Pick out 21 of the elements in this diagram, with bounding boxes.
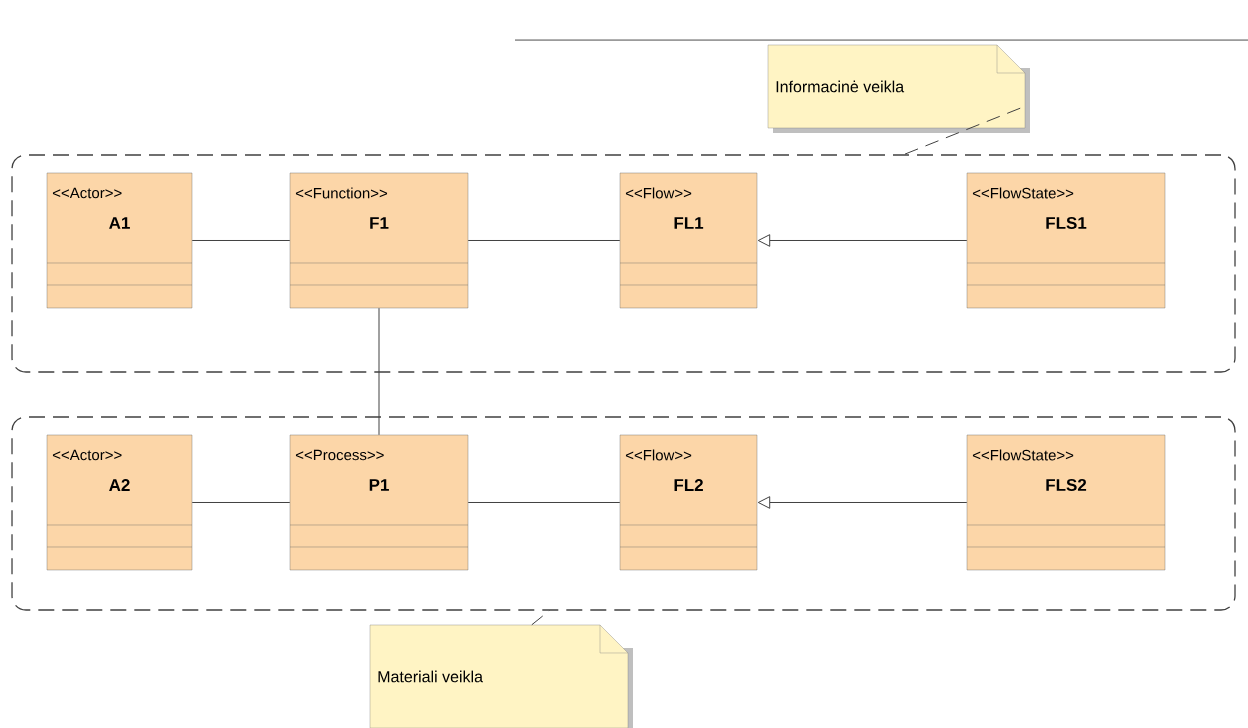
generalization-arrow [757, 234, 968, 247]
class-box: <<Actor>> A2 [46, 434, 193, 571]
leader-line [903, 107, 1021, 155]
note: Materiali veikla [369, 624, 633, 728]
association-line [467, 240, 621, 241]
class-box: <<Process>> P1 [289, 434, 469, 571]
association-line [378, 307, 380, 436]
class-box: <<Function>> F1 [289, 172, 469, 309]
class-box: <<Flow>> FL1 [619, 172, 758, 309]
association-line [191, 502, 291, 503]
group-frame [11, 154, 1236, 373]
class-box: <<FlowState>> FLS2 [966, 434, 1166, 571]
class-box: <<Flow>> FL2 [619, 434, 758, 571]
class-box: <<Actor>> A1 [46, 172, 193, 309]
association-line [467, 502, 621, 503]
note: Informacinė veikla [767, 44, 1030, 133]
group-frame [11, 416, 1236, 611]
association-line [191, 240, 291, 241]
leader-line [531, 610, 550, 626]
generalization-arrow [757, 496, 968, 509]
class-box: <<FlowState>> FLS1 [966, 172, 1166, 309]
